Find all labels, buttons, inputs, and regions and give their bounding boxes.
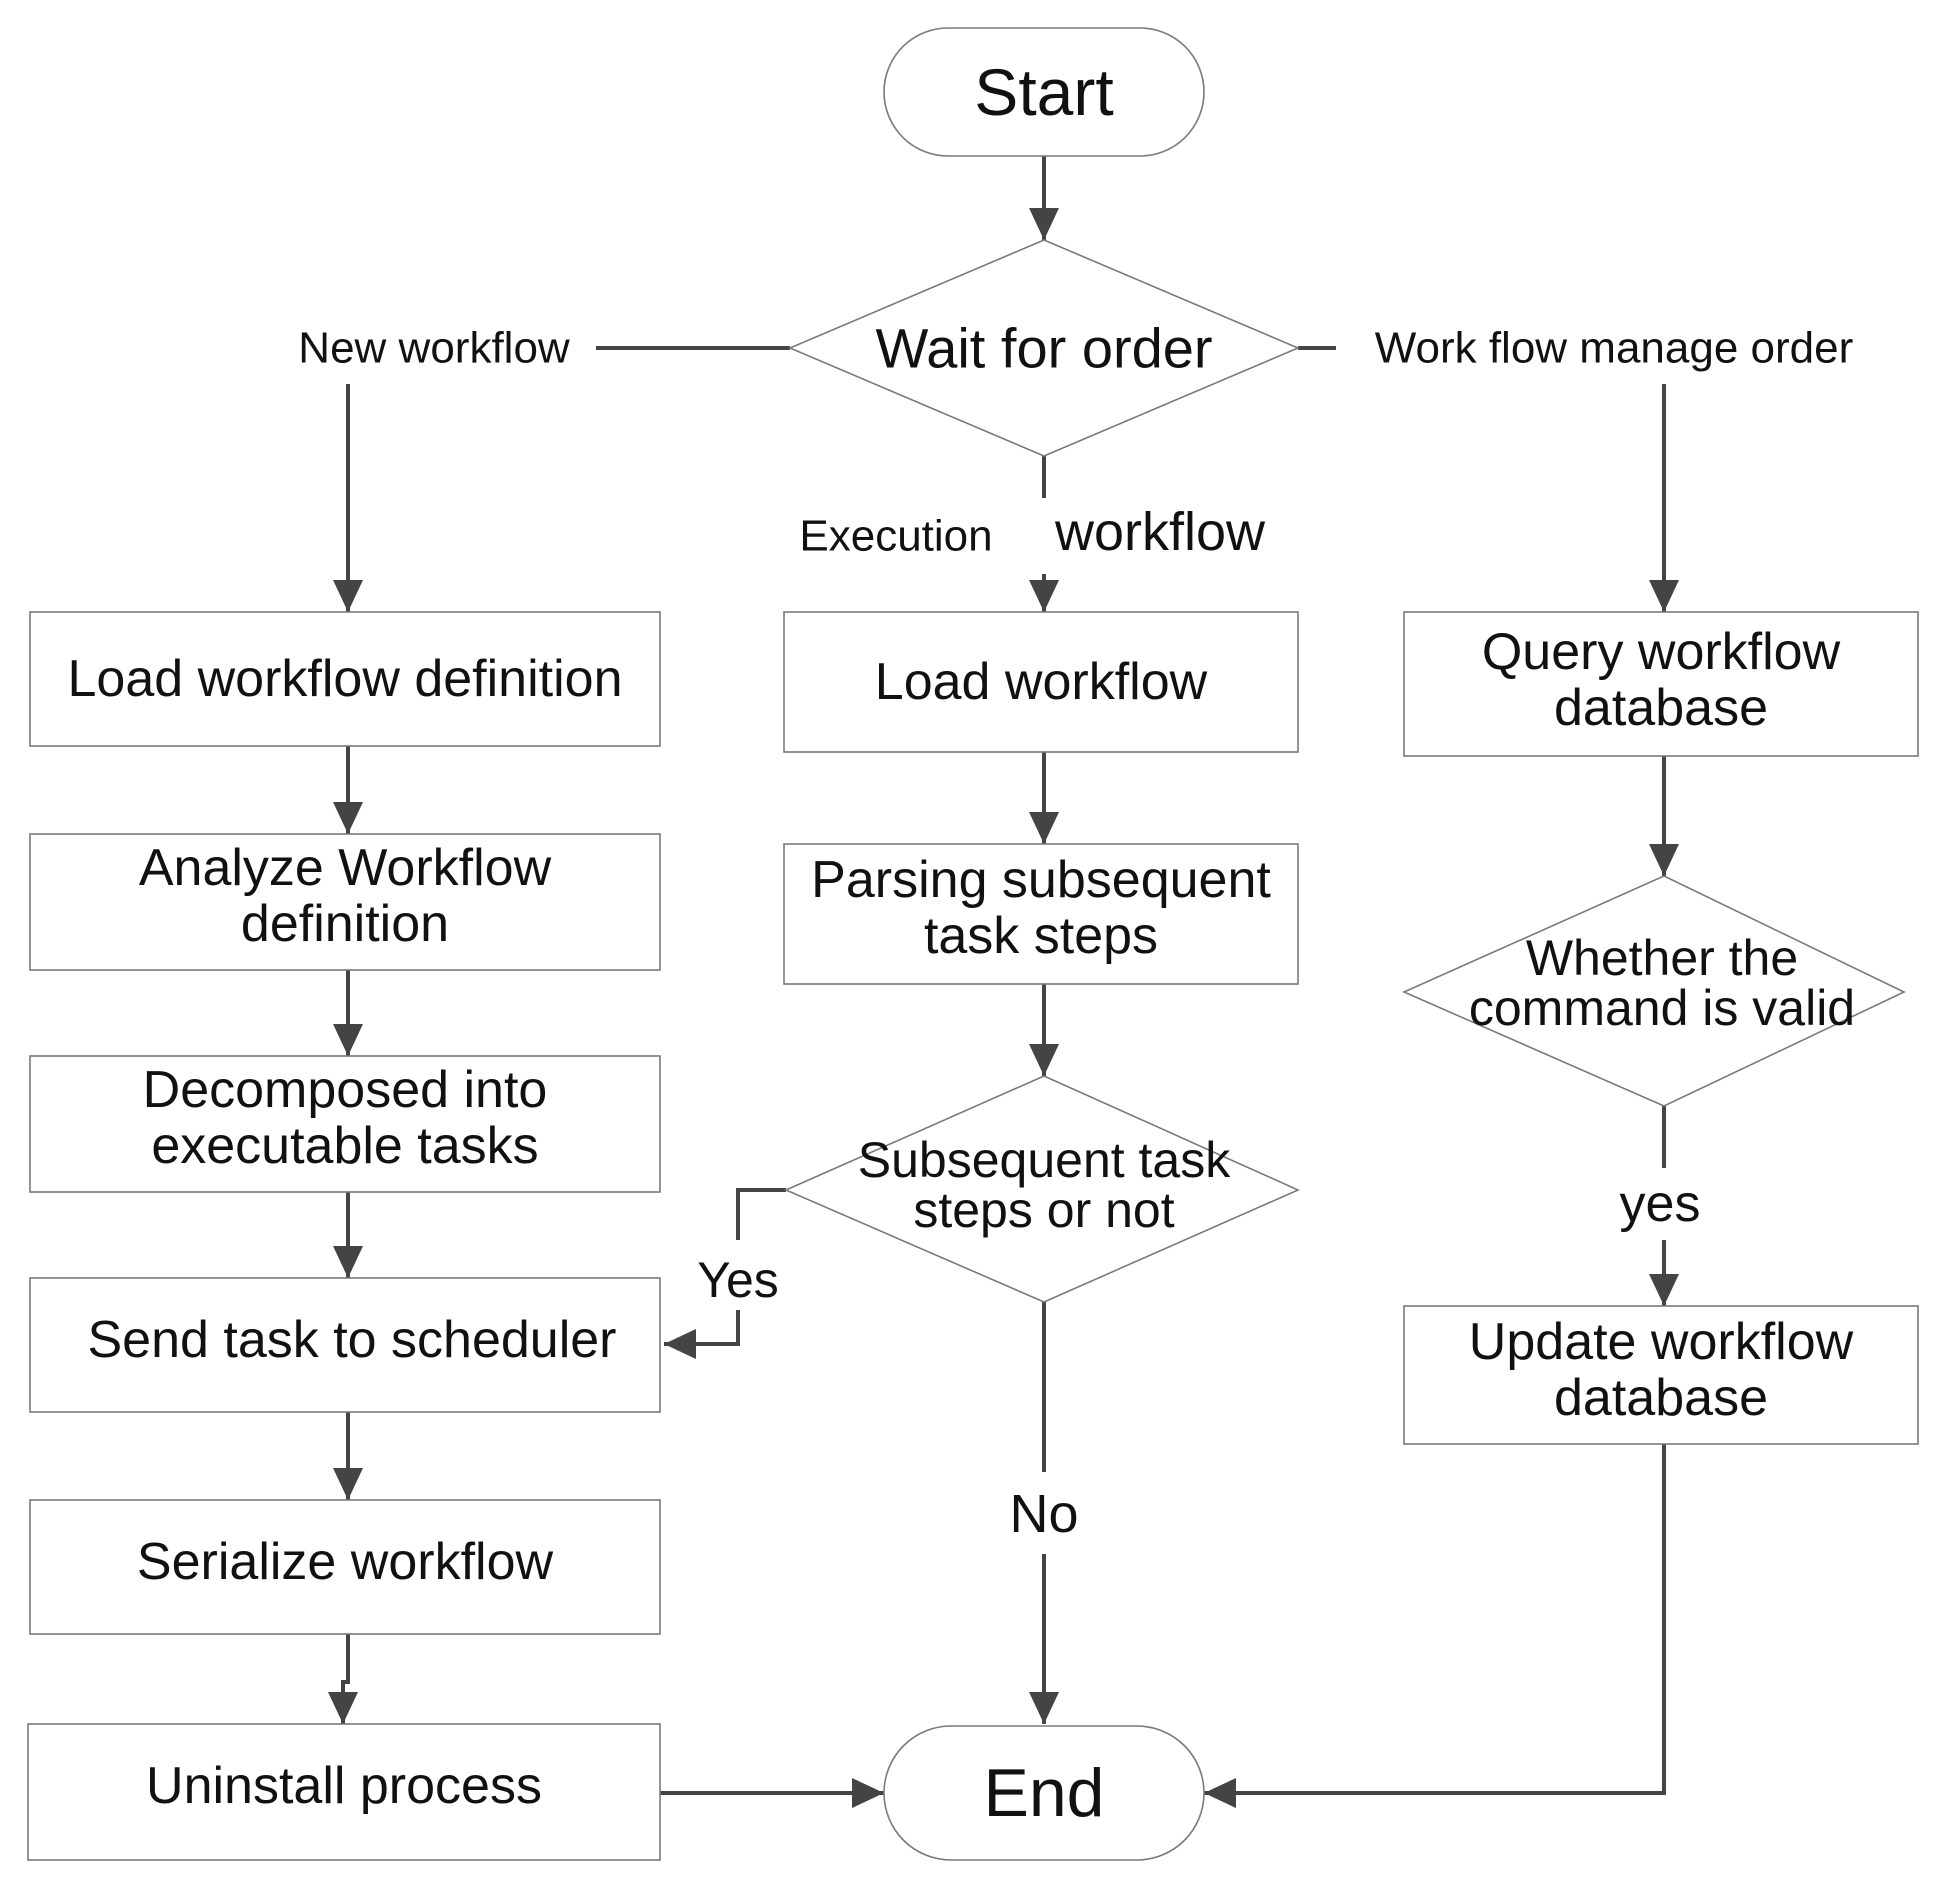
- branch-manage-order-label: Work flow manage order: [1375, 324, 1854, 373]
- start-label: Start: [974, 55, 1113, 129]
- branch-workflow-label: workflow: [1054, 502, 1266, 562]
- decompose-label-1: Decomposed into: [143, 1061, 548, 1119]
- arrow-serialize-to-uninstall: [328, 1634, 358, 1724]
- send-task-label: Send task to scheduler: [88, 1311, 617, 1369]
- node-uninstall: Uninstall process: [27, 1723, 661, 1861]
- node-analyze-workflow: Analyze Workflow definition: [29, 833, 661, 971]
- parse-label-1: Parsing subsequent: [811, 851, 1271, 909]
- yes-label-middle: Yes: [697, 1252, 779, 1308]
- node-serialize: Serialize workflow: [29, 1499, 661, 1635]
- arrow-yes-to-send: [664, 1310, 740, 1359]
- node-load-workflow: Load workflow: [783, 611, 1299, 753]
- node-valid-decision: Whether the command is valid: [1402, 875, 1906, 1107]
- branch-execution-label: Execution: [799, 512, 992, 561]
- update-label-2: database: [1554, 1369, 1768, 1427]
- query-label-2: database: [1554, 679, 1768, 737]
- valid-label-2: command is valid: [1469, 980, 1855, 1036]
- uninstall-label: Uninstall process: [146, 1757, 542, 1815]
- connectors: [328, 156, 1679, 1808]
- decompose-label-2: executable tasks: [151, 1117, 538, 1175]
- branch-new-workflow-label: New workflow: [298, 324, 570, 373]
- node-query-database: Query workflow database: [1403, 611, 1919, 757]
- no-label: No: [1009, 1484, 1078, 1544]
- node-start: Start: [883, 27, 1205, 157]
- parse-label-2: task steps: [924, 907, 1158, 965]
- wait-for-order-label: Wait for order: [875, 317, 1212, 380]
- node-parsing: Parsing subsequent task steps: [783, 843, 1299, 985]
- arrow-decision-yes-to-send: [736, 1188, 786, 1240]
- update-label-1: Update workflow: [1469, 1313, 1854, 1371]
- load-workflow-label: Load workflow: [875, 653, 1208, 711]
- node-wait-for-order: Wait for order: [787, 239, 1301, 457]
- subsequent-label-1: Subsequent task: [858, 1132, 1231, 1188]
- node-update-database: Update workflow database: [1403, 1305, 1919, 1445]
- analyze-label-2: definition: [241, 895, 449, 953]
- valid-label-1: Whether the: [1526, 930, 1798, 986]
- node-decompose: Decomposed into executable tasks: [29, 1055, 661, 1193]
- subsequent-label-2: steps or not: [913, 1182, 1174, 1238]
- load-def-label: Load workflow definition: [68, 650, 623, 708]
- end-label: End: [984, 1755, 1105, 1831]
- query-label-1: Query workflow: [1482, 623, 1841, 681]
- node-send-task: Send task to scheduler: [29, 1277, 661, 1413]
- node-subsequent-decision: Subsequent task steps or not: [784, 1075, 1300, 1303]
- arrow-update-to-end: [1204, 1444, 1666, 1808]
- analyze-label-1: Analyze Workflow: [139, 839, 552, 897]
- node-end: End: [883, 1725, 1205, 1861]
- node-load-workflow-definition: Load workflow definition: [29, 611, 661, 747]
- yes-label-right: yes: [1620, 1175, 1701, 1233]
- serialize-label: Serialize workflow: [137, 1533, 554, 1591]
